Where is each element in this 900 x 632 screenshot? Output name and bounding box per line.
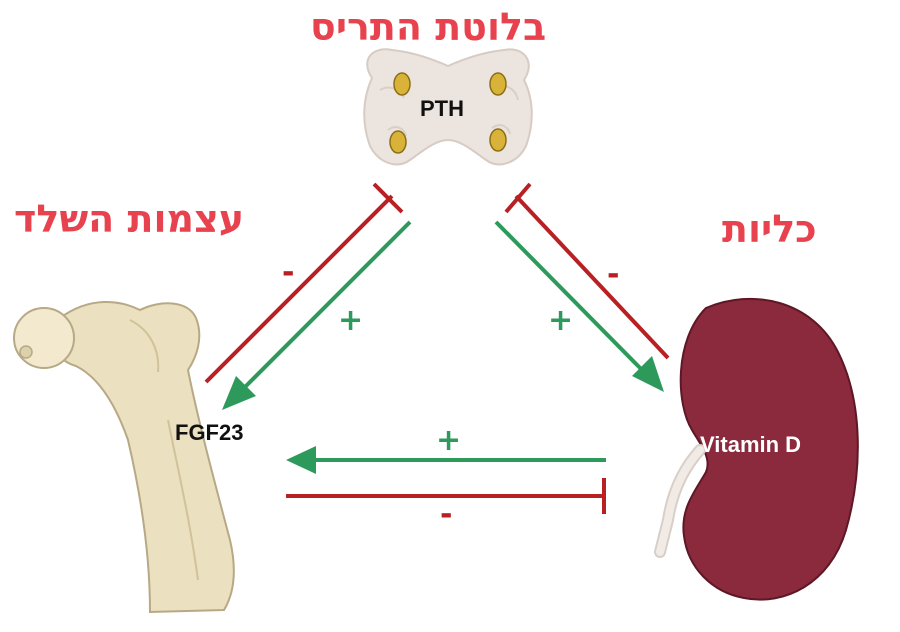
- right-stimulate-sign: +: [548, 303, 574, 338]
- thyroid-gland-icon: [363, 48, 533, 166]
- fgf23-vitd-inhibit-arrow: [286, 478, 606, 514]
- fgf23-label: FGF23: [175, 420, 244, 445]
- left-stimulate-sign: +: [338, 303, 364, 338]
- right-inhibit-sign: -: [607, 257, 620, 292]
- kidney-icon: [654, 297, 859, 601]
- vitamin-d-label: Vitamin D: [700, 432, 802, 457]
- gland-nodule: [489, 128, 507, 152]
- vitd-fgf23-stimulate-arrow: [286, 446, 606, 474]
- pth-fgf23-inhibit-arrow: [204, 182, 404, 384]
- left-inhibit-sign: -: [282, 255, 295, 290]
- gland-nodule: [389, 130, 407, 154]
- pth-label: PTH: [420, 96, 464, 121]
- gland-nodule: [393, 72, 411, 96]
- bone-title: עצמות השלד: [14, 197, 245, 241]
- gland-nodule: [489, 72, 507, 96]
- kidney-title: כליות: [722, 207, 817, 251]
- pth-fgf23-stimulate-arrow: [222, 220, 412, 410]
- bottom-stimulate-sign: +: [436, 423, 462, 458]
- pth-kidney-stimulate-arrow: [494, 220, 664, 392]
- parathyroid-title: בלוטת התריס: [310, 5, 547, 49]
- femur-bone-icon: [13, 301, 235, 614]
- pth-kidney-inhibit-arrow: [504, 182, 670, 360]
- bottom-inhibit-sign: -: [440, 497, 453, 532]
